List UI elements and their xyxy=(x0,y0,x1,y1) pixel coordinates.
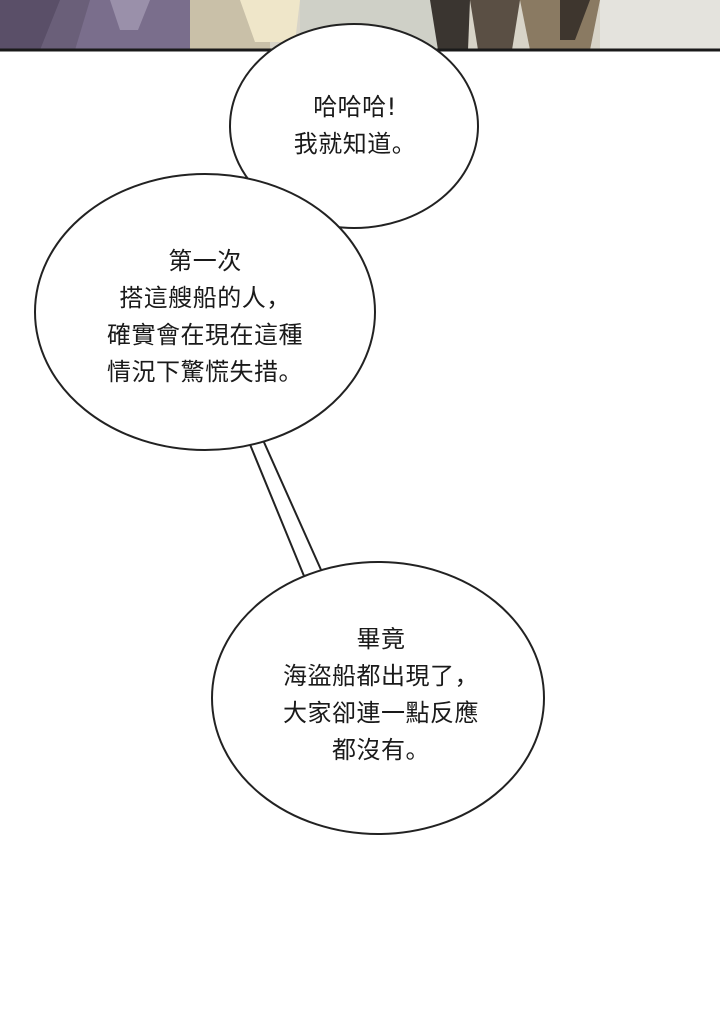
bubble-1-line-1: 哈哈哈! xyxy=(313,93,397,121)
bubble-2-line-4: 情況下驚慌失措。 xyxy=(107,358,303,386)
top-illustration-strip xyxy=(0,0,720,52)
bubble-3-line-3: 大家卻連一點反應 xyxy=(283,699,479,727)
bubble-2-line-2: 搭這艘船的人， xyxy=(119,284,291,312)
speech-bubble-1-text: 哈哈哈! 我就知道。 xyxy=(250,89,460,163)
speech-bubble-3 xyxy=(211,561,545,835)
speech-bubble-1 xyxy=(229,23,479,229)
bubble-2-line-3: 確實會在現在這種 xyxy=(107,321,303,349)
bubble-3-line-4: 都沒有。 xyxy=(332,736,430,764)
bubble-connector-tail xyxy=(247,438,324,578)
speech-bubble-3-text: 畢竟 海盜船都出現了， 大家卻連一點反應 都沒有。 xyxy=(236,621,526,769)
bubble-1-line-2: 我就知道。 xyxy=(293,130,417,158)
speech-bubble-2 xyxy=(34,173,376,451)
speech-bubble-2-text: 第一次 搭這艘船的人， 確實會在現在這種 情況下驚慌失措。 xyxy=(70,243,340,391)
bubble-2-line-1: 第一次 xyxy=(168,247,242,275)
bubble-3-line-2: 海盜船都出現了， xyxy=(283,662,479,690)
bubble-3-line-1: 畢竟 xyxy=(356,625,406,653)
